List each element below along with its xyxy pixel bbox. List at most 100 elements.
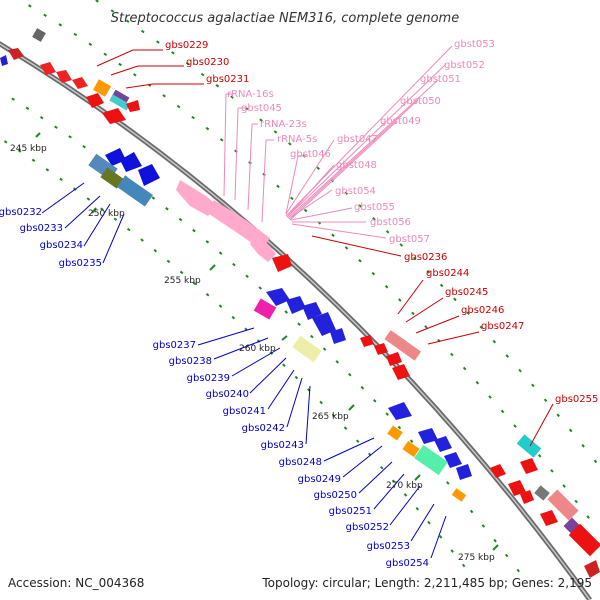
track-tick [322,347,327,351]
rna-label[interactable]: gbst046 [290,149,331,160]
track-tick [411,311,415,316]
gene-label[interactable]: gbs0255 [555,394,598,405]
gene-label[interactable]: gbs0250 [314,490,357,501]
track-tick [186,61,190,66]
forward-gene-labels: gbs0229 gbs0230 gbs0231 gbs0236 gbs0244 … [165,40,598,405]
track-tick [258,286,262,290]
gene-label[interactable]: gbs0252 [346,522,389,533]
scale-label: 265 kbp [312,412,349,422]
rna-label[interactable]: gbst057 [389,234,430,245]
track-tick [450,352,454,357]
gene-label[interactable]: gbs0253 [367,541,410,552]
gene-label[interactable]: gbs0245 [445,287,488,298]
gene-label[interactable]: gbs0243 [261,440,304,451]
track-tick [399,243,404,247]
track-tick [316,166,320,170]
gene-label[interactable]: gbs0242 [242,423,285,434]
track-tick [427,520,431,525]
rna-label[interactable]: gbst054 [335,186,376,197]
gene-label[interactable]: gbs0254 [386,558,429,569]
rna-label[interactable]: gbst047 [337,134,378,145]
track-tick [156,40,160,44]
track-tick [426,270,431,274]
track-tick [294,375,299,380]
forward-strand-features [8,28,600,578]
track-tick [513,424,517,428]
track-tick [31,158,36,163]
track-tick [276,184,280,189]
rna-label[interactable]: rRNA-5s [277,134,317,145]
rna-label[interactable]: gbst055 [354,202,395,213]
gene-label[interactable]: gbs0233 [20,223,63,234]
gene-label[interactable]: gbs0244 [426,268,469,279]
rna-label[interactable]: rRNA-16s [227,89,274,100]
rna-label[interactable]: gbst053 [454,39,495,50]
track-tick [95,0,99,3]
accession-text: Accession: NC_004368 [8,576,144,590]
rna-label[interactable]: gbst045 [241,103,282,114]
scale-label: 255 kbp [164,276,201,286]
rna-label[interactable]: gbst048 [336,160,377,171]
track-tick [288,142,292,146]
gene-label[interactable]: gbs0236 [404,252,447,263]
track-tick [178,217,183,222]
gene-label[interactable]: gbs0248 [279,457,322,468]
track-tick [231,315,236,320]
gene-label[interactable]: gbs0231 [206,74,249,85]
track-tick [86,197,91,201]
track-tick [518,368,522,373]
track-tick [162,94,166,98]
gene-label[interactable]: gbs0229 [165,40,208,51]
gene-label[interactable]: gbs0249 [298,474,341,485]
rna-label[interactable]: rRNA-23s [260,119,307,130]
track-tick [103,52,108,56]
gene-label[interactable]: gbs0230 [186,57,229,68]
track-tick [58,23,63,27]
track-tick [17,149,22,153]
gene-label[interactable]: gbs0239 [187,373,230,384]
map-title: Streptococcus agalactiae NEM316, complet… [111,11,459,26]
gene-label[interactable]: gbs0237 [153,340,196,351]
rna-label[interactable]: gbst052 [444,60,485,71]
track-tick [113,217,118,221]
track-tick [218,304,223,308]
track-tick [403,493,408,497]
gene-label[interactable]: gbs0240 [206,389,249,400]
gene-label[interactable]: gbs0238 [169,356,212,367]
topology-summary: Topology: circular; Length: 2,211,485 bp… [261,576,592,590]
tick-tracks [3,0,598,573]
gene-label[interactable]: gbs0241 [223,406,266,417]
rna-label[interactable]: gbst056 [370,217,411,228]
track-tick [284,310,288,314]
label-leaders [41,45,554,559]
track-tick [218,251,223,255]
track-tick [259,118,263,122]
rrna-features [176,180,276,262]
rna-label[interactable]: gbst051 [420,74,461,85]
track-tick [556,413,560,418]
gene-label[interactable]: gbs0246 [461,305,504,316]
gene-label[interactable]: gbs0232 [0,207,42,218]
track-tick [488,395,492,399]
track-tick [192,281,197,286]
track-tick [140,238,144,242]
track-tick [398,298,402,302]
track-tick [360,385,365,390]
track-tick [413,256,417,261]
track-tick [574,499,578,504]
track-tick [25,106,30,110]
track-tick [126,227,131,232]
gene-label[interactable]: gbs0234 [40,240,83,251]
rna-label[interactable]: gbst050 [400,96,441,107]
gene-label[interactable]: gbs0247 [481,321,524,332]
gene-label[interactable]: gbs0251 [329,506,372,517]
track-tick [348,372,352,377]
track-tick [446,481,450,485]
reverse-strand-features [0,55,472,502]
gene-label[interactable]: gbs0235 [59,258,102,269]
rna-label[interactable]: gbst049 [380,116,421,127]
track-tick [110,9,115,13]
track-tick [191,115,195,120]
track-tick [205,126,210,131]
